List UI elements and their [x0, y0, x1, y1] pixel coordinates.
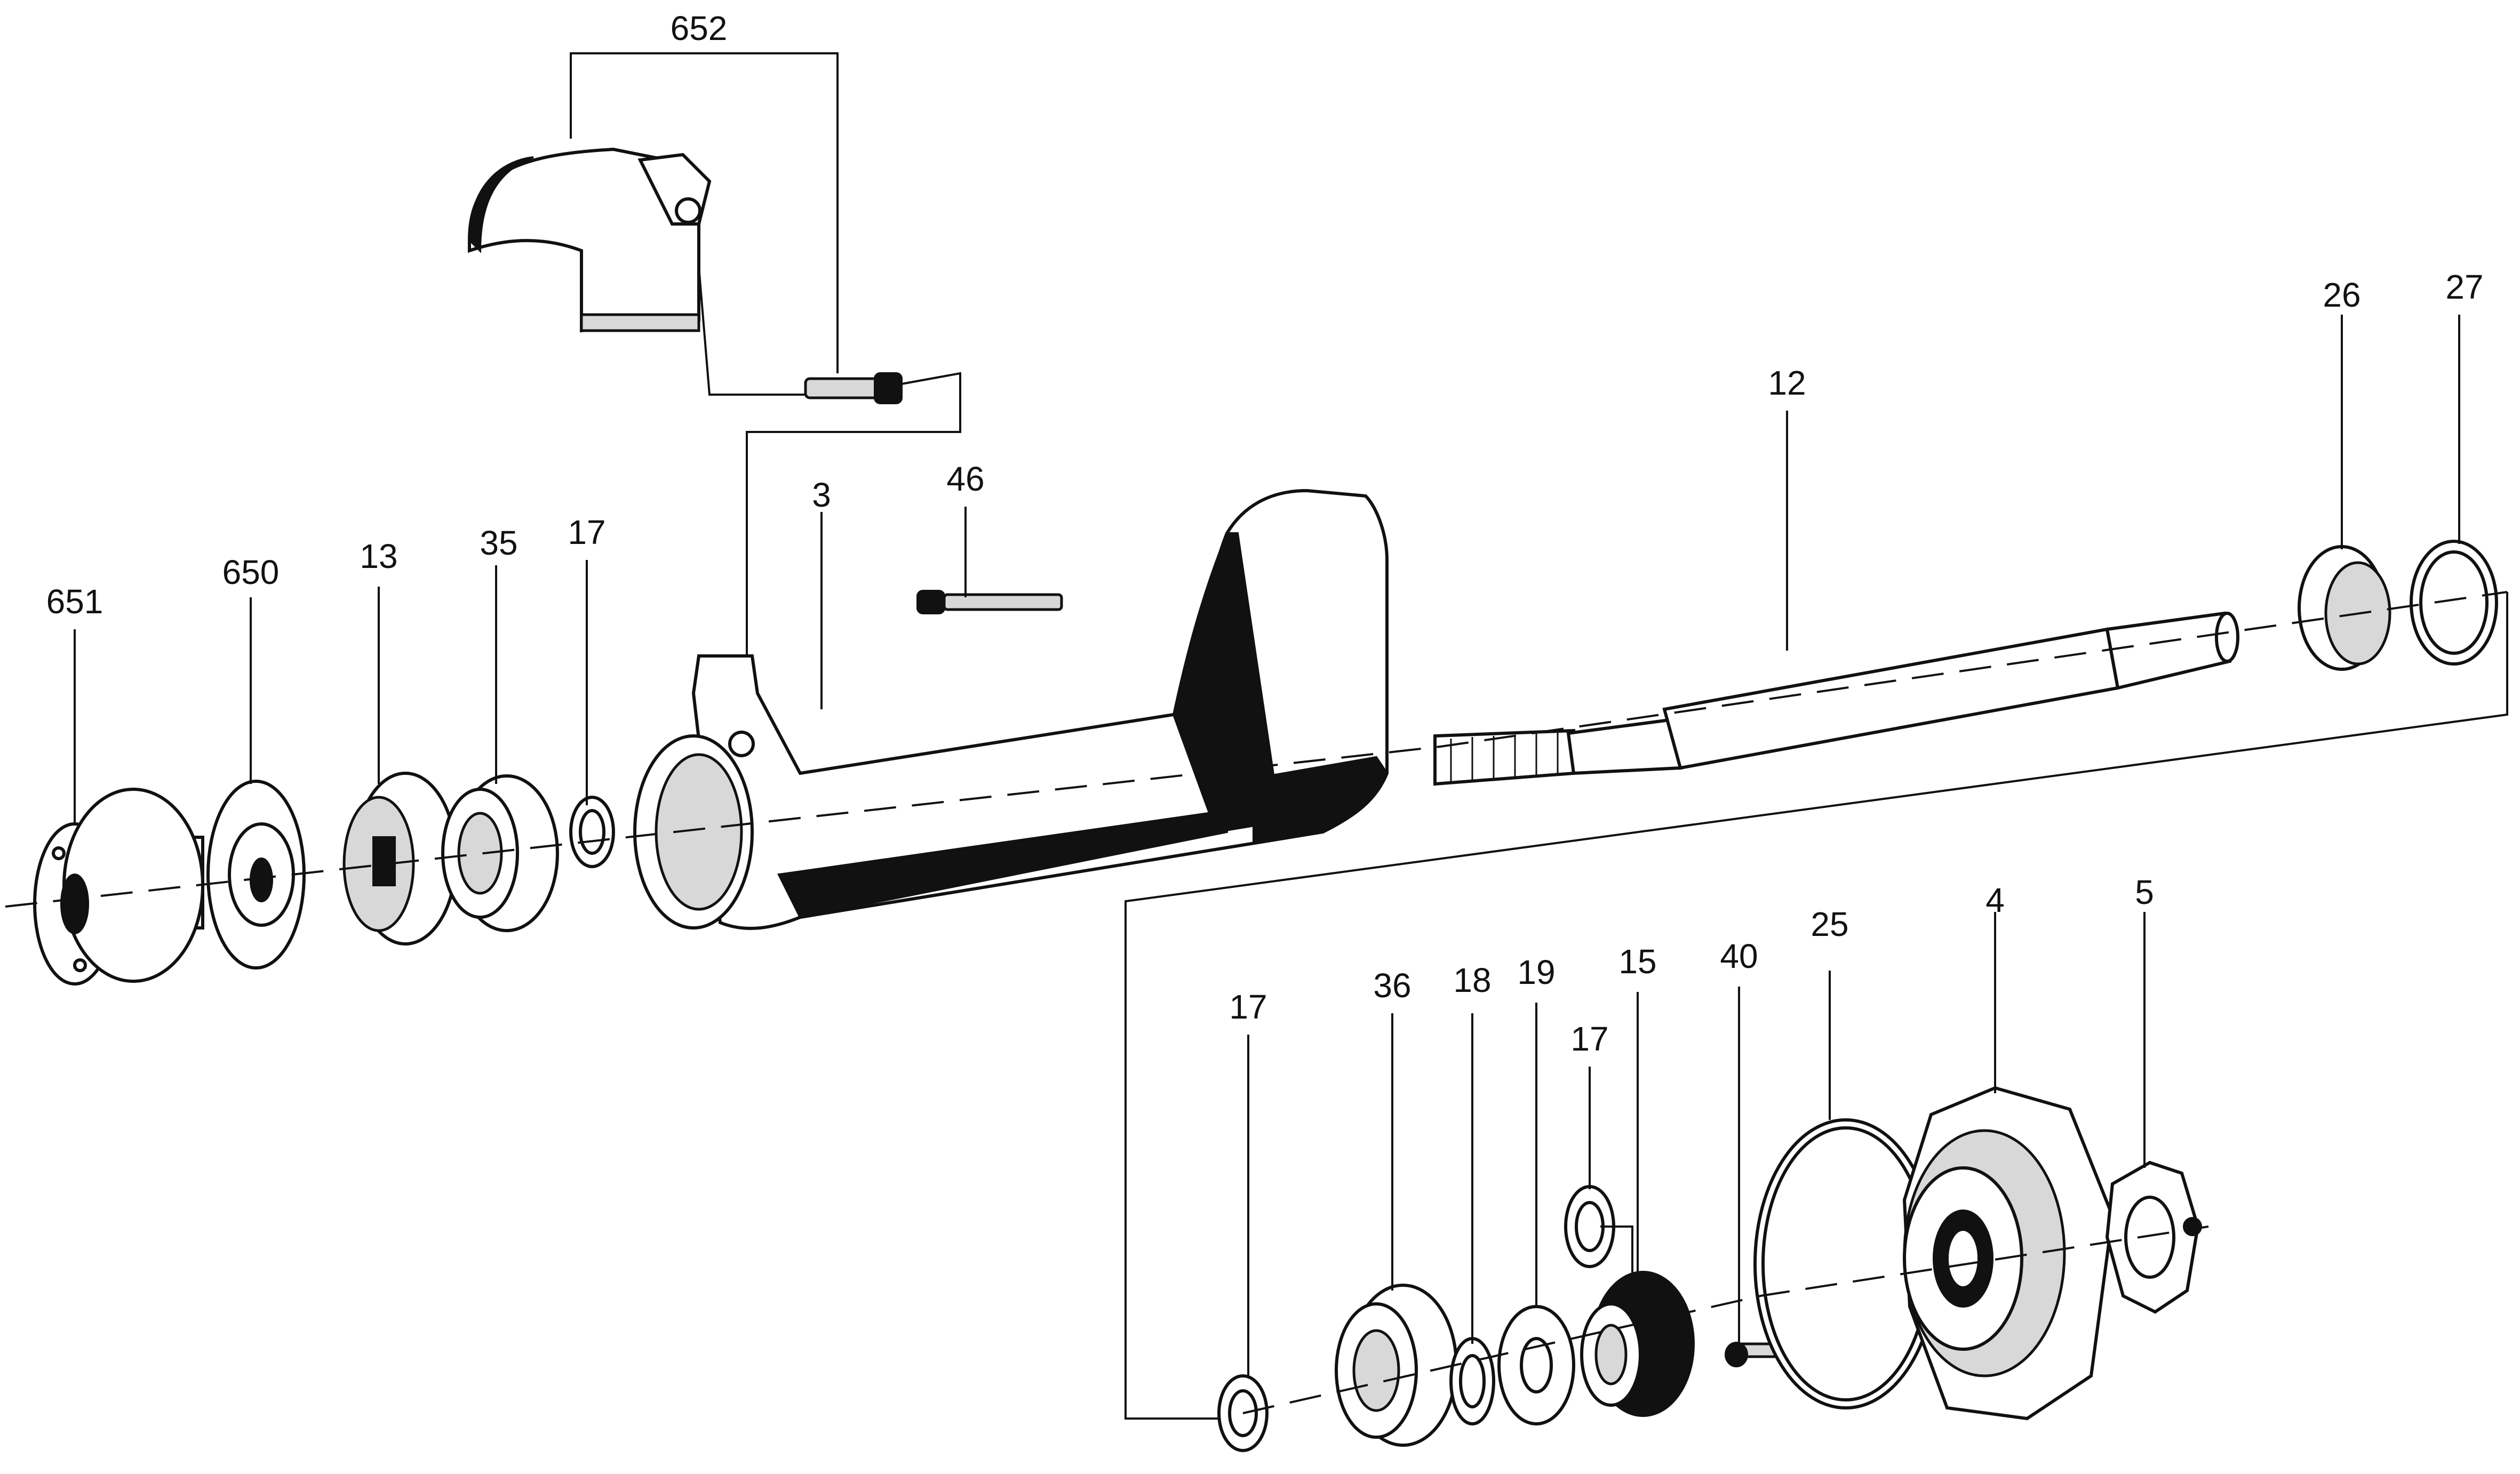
part-5-plate — [2105, 1160, 2202, 1314]
label-26: 26 — [2323, 276, 2360, 314]
label-27: 27 — [2445, 268, 2483, 306]
part-651-flange — [33, 788, 204, 986]
label-652: 652 — [671, 9, 728, 47]
part-4-end-cover — [1902, 1086, 2115, 1421]
label-4: 4 — [1985, 881, 2005, 919]
part-652-guard — [468, 147, 712, 333]
part-17-ring-a — [569, 796, 615, 868]
bracket-652 — [570, 52, 839, 373]
upper-axis-line — [5, 591, 2508, 908]
part-15-gear — [1580, 1271, 1695, 1417]
part-40-pin — [1725, 1342, 1783, 1367]
label-13: 13 — [360, 537, 397, 575]
part-13-bearing-cap — [342, 772, 458, 946]
label-46: 46 — [946, 460, 984, 498]
label-18: 18 — [1453, 961, 1491, 999]
label-17-b: 17 — [1229, 988, 1267, 1026]
part-3-housing — [633, 488, 1389, 930]
label-650: 650 — [222, 553, 280, 591]
part-36-ball-bearing — [1335, 1284, 1458, 1447]
label-25: 25 — [1811, 905, 1848, 943]
part-652-screw — [804, 372, 903, 404]
part-12-shaft — [1433, 611, 2239, 786]
part-19-washer — [1497, 1305, 1575, 1425]
part-35-ball-bearing — [441, 774, 559, 932]
label-35: 35 — [480, 524, 517, 562]
label-36: 36 — [1373, 966, 1411, 1005]
leader-lines — [74, 315, 2460, 1376]
part-46-bolt — [916, 590, 1063, 614]
label-17-c: 17 — [1570, 1020, 1608, 1058]
label-3: 3 — [812, 476, 831, 514]
part-26-ring — [2298, 545, 2391, 671]
part-18-ring — [1449, 1337, 1495, 1425]
leader-652-screw — [698, 266, 806, 396]
lower-axis-line — [1242, 1225, 2209, 1414]
part-27-ring — [2410, 540, 2498, 666]
part-labels: 652 651 650 13 35 17 3 46 12 26 27 17 36… — [46, 9, 2484, 1058]
label-17-a: 17 — [568, 513, 605, 551]
label-651: 651 — [46, 582, 103, 621]
label-19: 19 — [1517, 953, 1555, 991]
label-40: 40 — [1720, 937, 1758, 975]
part-650-disc — [206, 780, 306, 970]
label-15: 15 — [1618, 942, 1656, 981]
label-5: 5 — [2135, 873, 2154, 911]
leader-screw-housing — [746, 372, 961, 693]
label-12: 12 — [1768, 364, 1806, 402]
leader-upper-to-lower — [1125, 592, 2508, 1420]
